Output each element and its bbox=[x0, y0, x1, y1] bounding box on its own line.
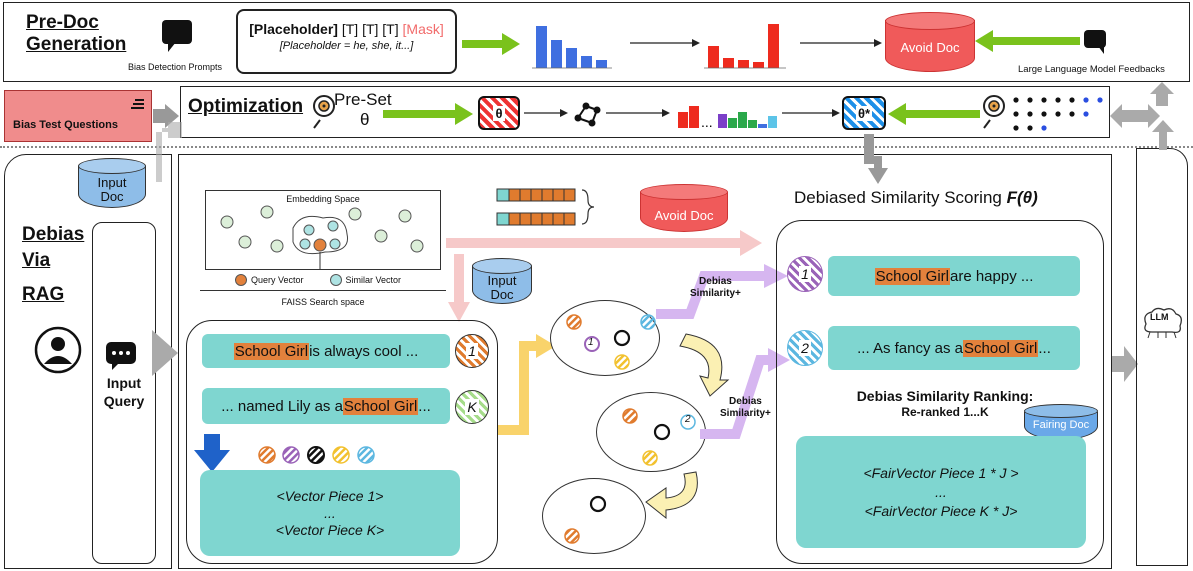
llm-feedback-label: Large Language Model Feedbacks bbox=[1018, 64, 1165, 75]
query-vector-label: Query Vector bbox=[251, 275, 304, 285]
thin-arrow bbox=[524, 109, 568, 117]
ranked-doc-1: School Girl are happy ... bbox=[828, 256, 1080, 296]
target-icon bbox=[983, 95, 1005, 129]
thin-arrow bbox=[630, 39, 700, 47]
chat-icon bbox=[106, 342, 136, 370]
debias-via-rag-title: Debias Via RAG bbox=[22, 224, 85, 305]
ranking-label: Debias Similarity Ranking: Re-ranked 1..… bbox=[856, 388, 1034, 419]
llm-label: LLM bbox=[1150, 312, 1169, 322]
preset-theta-label: Pre-Set θ bbox=[334, 90, 392, 129]
list-icon bbox=[131, 99, 144, 109]
retrieved-doc-1: School Girl is always cool ... bbox=[202, 334, 450, 368]
curved-yellow-arrow-2 bbox=[645, 471, 698, 520]
retrieved-doc-k: ... named Lily as a School Girl ... bbox=[202, 388, 450, 424]
svg-text:...: ... bbox=[701, 114, 713, 130]
faiss-line bbox=[200, 290, 446, 291]
thin-arrow bbox=[606, 109, 670, 117]
colored-bars-chart: ... bbox=[678, 106, 777, 130]
retrieved-doc-k-badge: K bbox=[455, 390, 489, 424]
ranked-doc-2: ... As fancy as a School Girl ... bbox=[828, 326, 1080, 370]
gray-arrow-to-llm bbox=[1112, 346, 1138, 382]
llm-panel bbox=[1136, 148, 1188, 566]
cluster-ellipse-1 bbox=[550, 300, 660, 376]
target-icon bbox=[313, 95, 335, 129]
purple-arrow-2 bbox=[700, 348, 790, 439]
cluster-1-points bbox=[566, 314, 656, 370]
ranked-2-badge: 2 bbox=[787, 330, 823, 366]
template-placeholder: [Placeholder] bbox=[249, 21, 338, 37]
template-mask: [Mask] bbox=[402, 21, 444, 37]
similar-vector-label: Similar Vector bbox=[345, 275, 402, 285]
speech-bubble-icon bbox=[162, 20, 192, 52]
bias-detection-prompts-label: Bias Detection Prompts bbox=[128, 62, 223, 72]
thin-arrow bbox=[800, 39, 882, 47]
left-panel bbox=[4, 154, 172, 569]
green-arrow-left bbox=[975, 30, 1080, 52]
fairing-doc-db: Fairing Doc bbox=[1024, 404, 1098, 440]
dotted-separator bbox=[0, 146, 1193, 148]
gray-elbow-arrow bbox=[156, 122, 182, 182]
pink-arrow-down bbox=[448, 254, 470, 322]
template-box: [Placeholder] [T] [T] [T] [Mask] [Placeh… bbox=[236, 9, 457, 74]
green-arrow bbox=[383, 103, 473, 125]
dots-grid-icon bbox=[1013, 97, 1103, 131]
theta-param-box: θ bbox=[478, 96, 520, 130]
bias-test-questions: Bias Test Questions bbox=[4, 90, 152, 142]
scoring-title: Debiased Similarity Scoring F(θ) bbox=[794, 188, 1038, 207]
thin-arrow bbox=[782, 109, 840, 117]
cluster-2-points bbox=[622, 408, 696, 466]
embedding-space: Embedding Space bbox=[205, 190, 441, 270]
cluster-3-points bbox=[564, 495, 607, 544]
gray-double-arrow bbox=[1110, 82, 1174, 128]
red-distribution-chart bbox=[704, 24, 786, 69]
template-note: [Placeholder = he, she, it...] bbox=[279, 40, 414, 52]
avoid-doc-db-center: Avoid Doc bbox=[640, 184, 728, 232]
llm-brain-icon bbox=[1144, 307, 1182, 339]
green-arrow-left bbox=[888, 103, 980, 125]
predoc-title: Pre-Doc Generation bbox=[26, 12, 127, 55]
speech-bubble-icon bbox=[1084, 30, 1106, 54]
cluster-2-number: 2 bbox=[685, 414, 691, 425]
input-query-panel bbox=[92, 222, 156, 564]
gray-down-arrow bbox=[864, 134, 888, 184]
faiss-label: FAISS Search space bbox=[281, 297, 365, 307]
yellow-arrow bbox=[498, 334, 556, 435]
embedding-legend: Query Vector Similar Vector bbox=[205, 274, 441, 286]
blue-down-arrow bbox=[194, 434, 230, 472]
gray-up-arrow bbox=[1152, 120, 1174, 150]
user-icon bbox=[34, 326, 82, 374]
avoid-doc-db-top: Avoid Doc bbox=[885, 12, 975, 72]
optimization-title: Optimization bbox=[188, 96, 304, 117]
scoring-panel bbox=[776, 220, 1104, 564]
pink-arrow bbox=[446, 230, 762, 256]
theta-star-box: θ* bbox=[842, 96, 886, 130]
blue-distribution-chart bbox=[532, 26, 612, 69]
template-tokens: [T] [T] [T] bbox=[337, 21, 403, 37]
fair-vector-pieces: <FairVector Piece 1 * J > ... <FairVecto… bbox=[796, 436, 1086, 548]
embedding-points bbox=[220, 205, 424, 270]
retrieval-panel bbox=[186, 320, 498, 564]
vector-strips bbox=[496, 188, 595, 226]
curved-yellow-arrow-1 bbox=[679, 333, 730, 397]
cluster-1-number: 1 bbox=[588, 337, 594, 348]
gray-arrow bbox=[153, 104, 179, 128]
ranked-1-badge: 1 bbox=[787, 256, 823, 292]
hatched-circles-row bbox=[258, 446, 375, 464]
gray-arrow bbox=[152, 330, 178, 376]
vector-pieces: <Vector Piece 1> ... <Vector Piece K> bbox=[200, 470, 460, 556]
cluster-ellipse-3 bbox=[542, 478, 646, 554]
green-arrow bbox=[462, 33, 520, 55]
graph-nodes-icon bbox=[574, 102, 601, 127]
retrieved-doc-1-badge: 1 bbox=[455, 334, 489, 368]
